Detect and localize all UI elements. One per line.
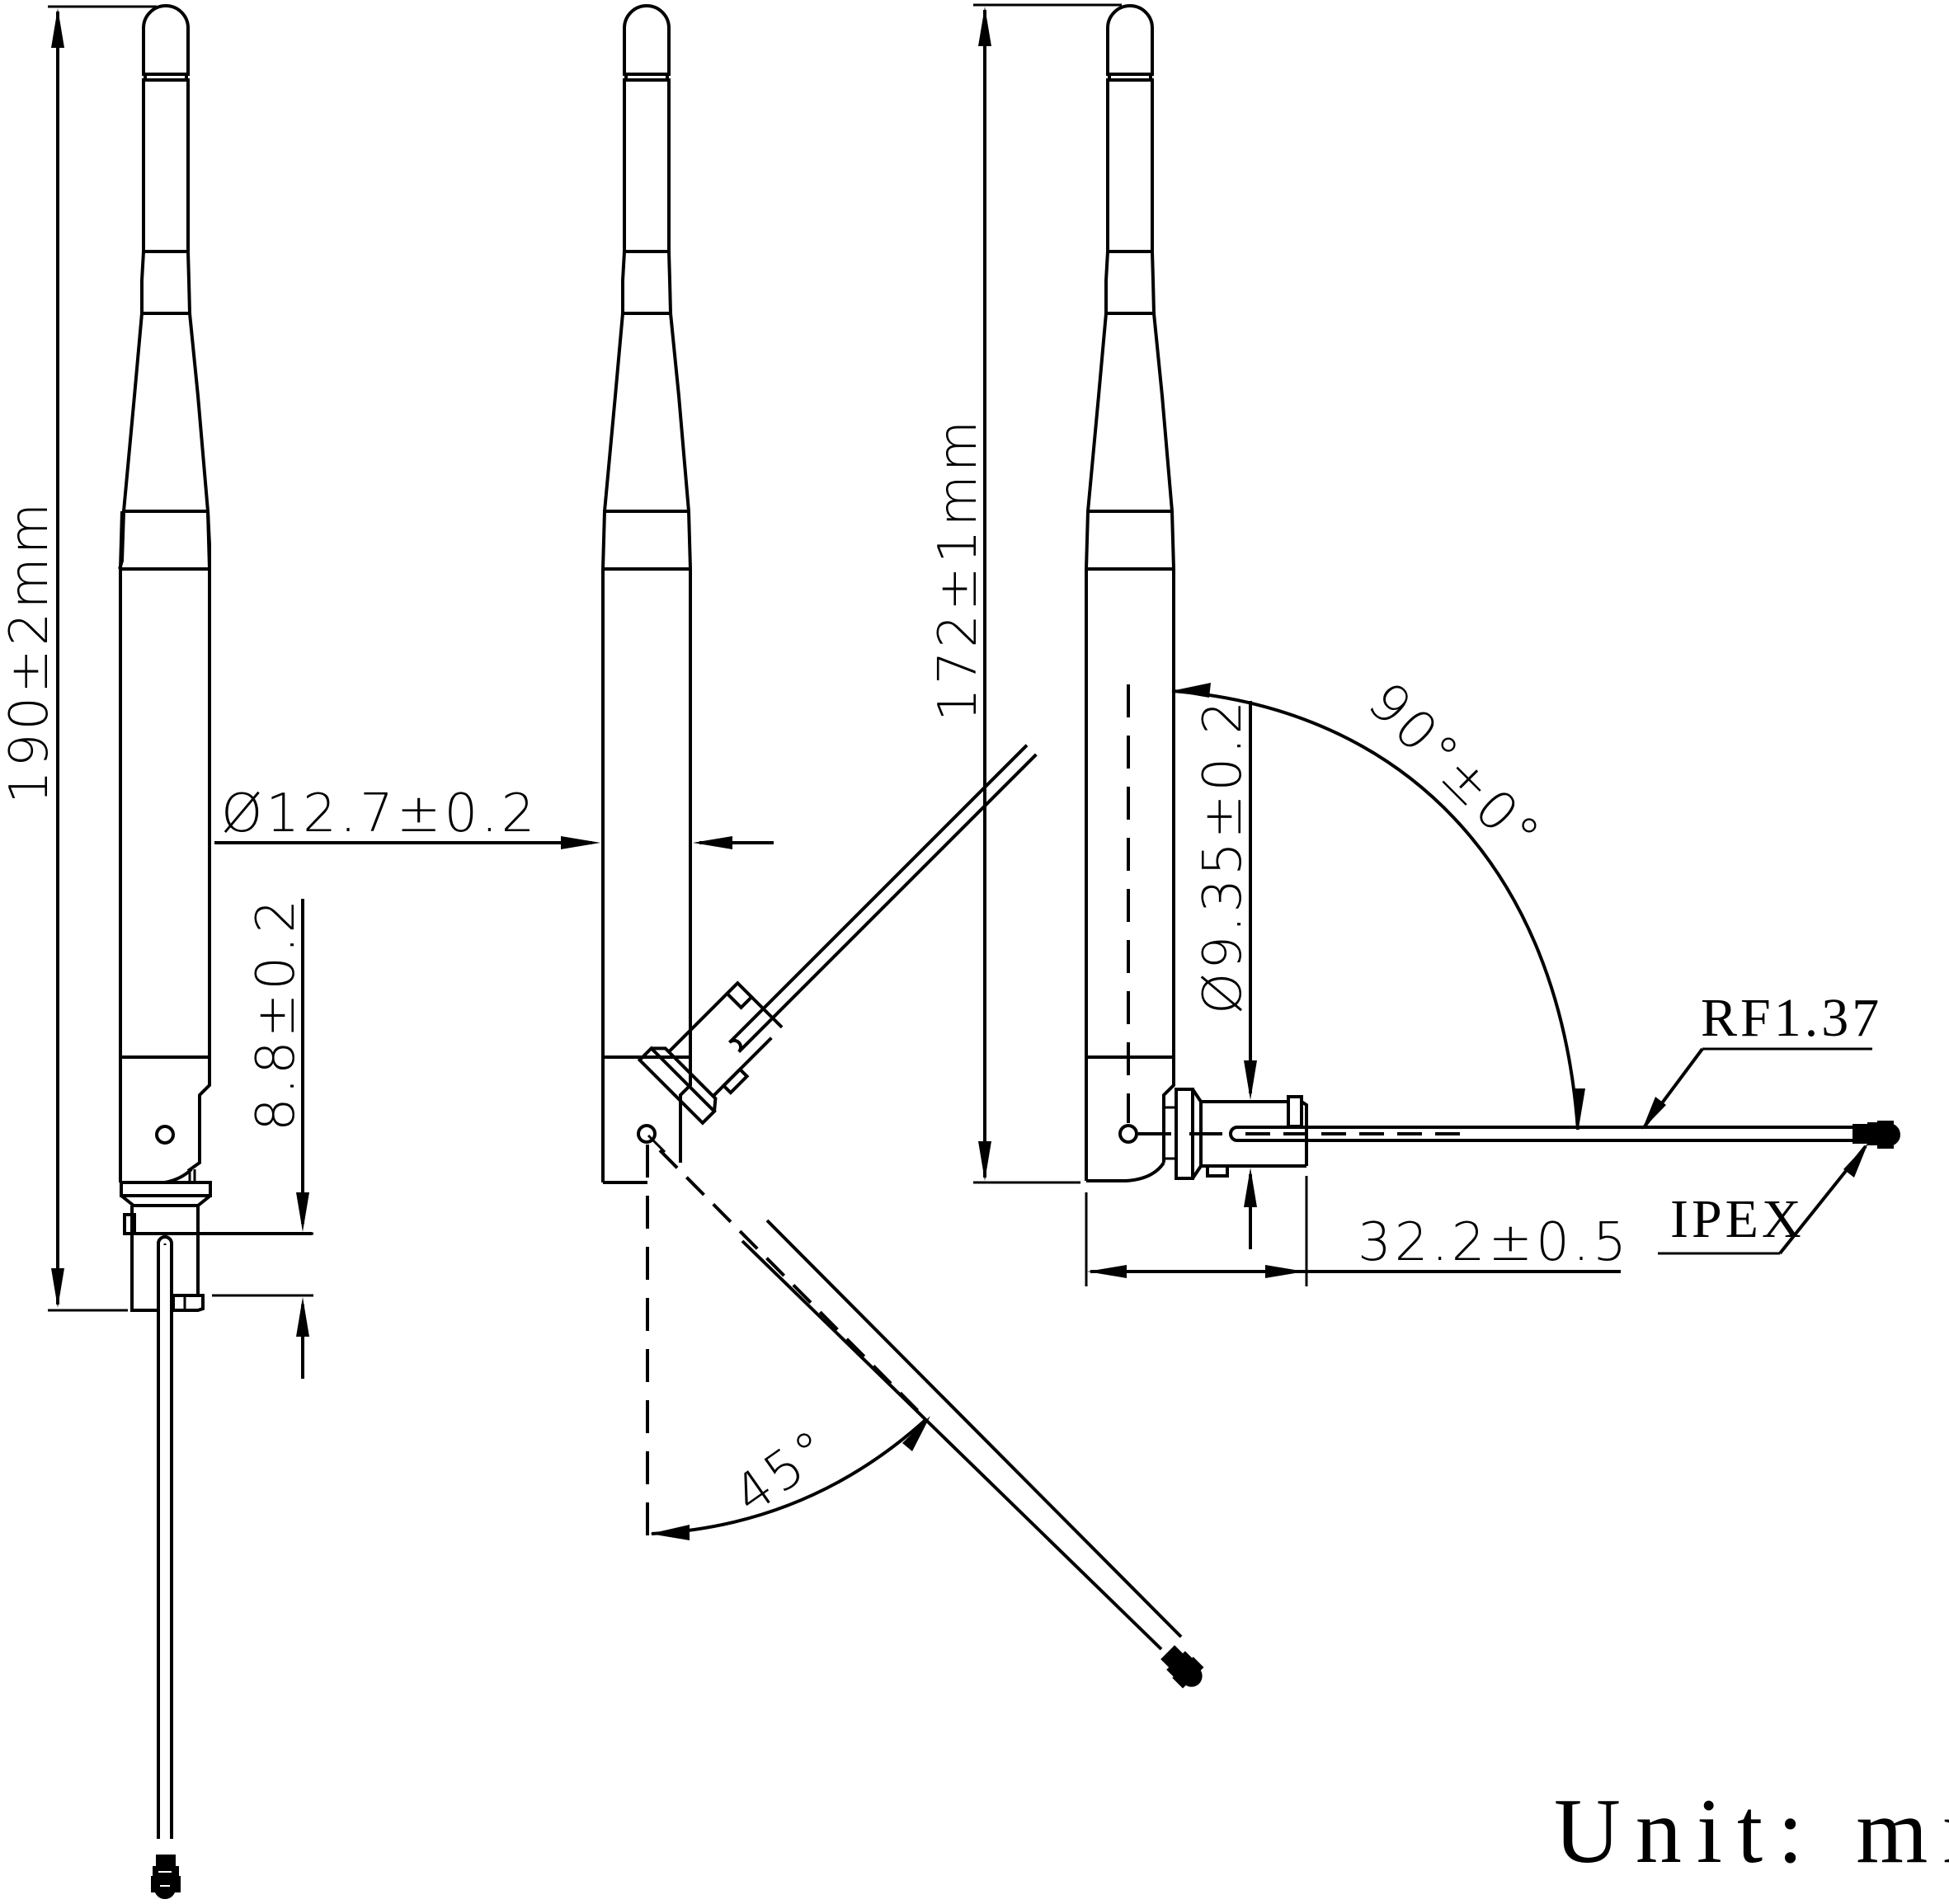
callout-cable: RF1.37 [1642,988,1882,1130]
dimension-connector-diameter: Ø9.35±0.2 [1193,698,1257,1249]
antenna-view-90 [1085,4,1900,1182]
dimension-angle-45: 45° [650,1416,930,1540]
ipex-connector-icon [151,1855,181,1899]
dimension-overall-length: 190±2mm [0,5,157,1312]
cable-label: RF1.37 [1701,988,1882,1048]
overall-length-label: 190±2mm [0,500,60,804]
callout-connector: IPEX [1658,1143,1868,1255]
angle-90-label: 90°±0° [1356,671,1553,868]
ipex-connector-icon-45 [1160,1645,1204,1689]
connector-diameter-label: Ø9.35±0.2 [1193,698,1254,1014]
angle-45-label: 45° [723,1417,843,1527]
folded-length-label: 172±1mm [928,417,989,722]
connector-label: IPEX [1670,1189,1805,1249]
connector-length-label: 32.2±0.5 [1358,1212,1630,1273]
dimension-folded-length: 172±1mm [928,3,1122,1184]
whip-diameter-label: Ø12.7±0.2 [221,783,538,844]
dimension-base-height: 8.8±0.2 [210,896,313,1379]
dimension-whip-diameter: Ø12.7±0.2 [214,783,774,849]
unit-label: Unit: mm [1554,1780,1949,1883]
antenna-view-45 [601,4,1204,1689]
ipex-connector-icon-90 [1852,1121,1900,1149]
base-height-label: 8.8±0.2 [246,896,307,1131]
dimension-connector-length: 32.2±0.5 [1085,1176,1630,1286]
